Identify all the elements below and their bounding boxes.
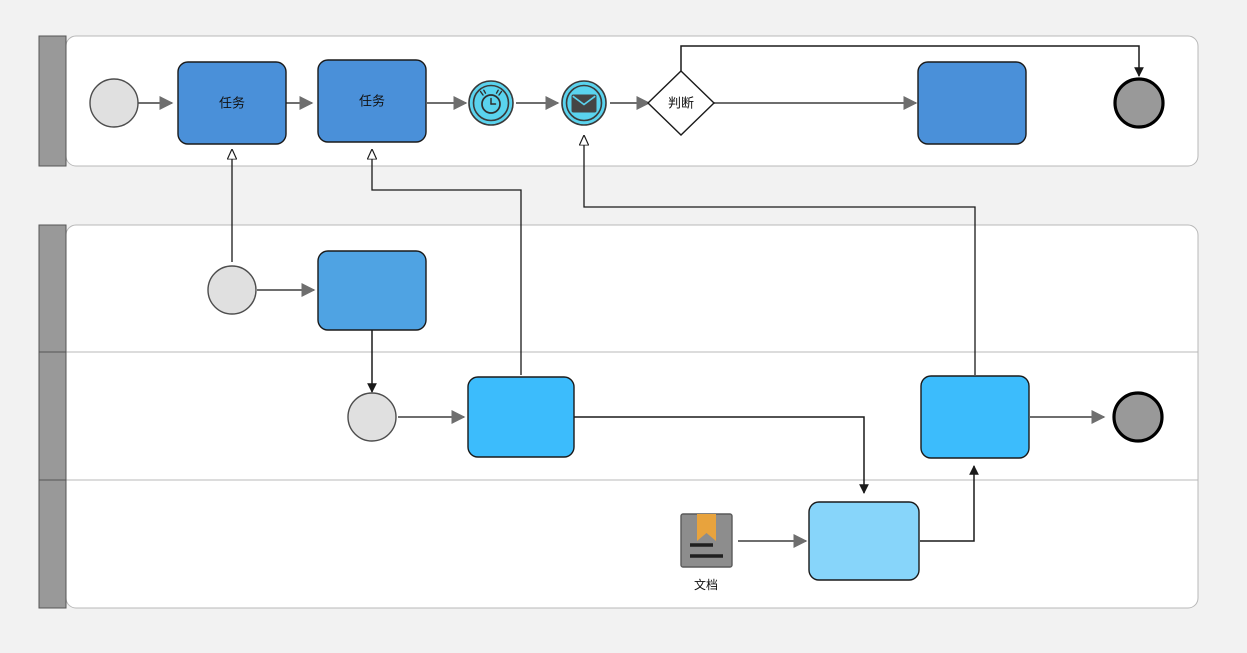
message-flow-m2 <box>372 150 522 375</box>
end-event-2[interactable] <box>1112 391 1164 443</box>
document-1-label: 文档 <box>694 577 718 592</box>
lane-header-3[interactable] <box>38 351 67 481</box>
sequence-flow-e7 <box>680 45 1144 77</box>
sequence-flow-e12 <box>920 465 979 542</box>
task-1[interactable]: 任务 <box>177 61 287 145</box>
lane-header-2[interactable] <box>38 224 67 353</box>
document-1[interactable]: 文档 <box>680 513 733 592</box>
task-7[interactable] <box>808 501 920 581</box>
task-2-label: 任务 <box>359 93 385 108</box>
clock-icon <box>479 89 503 114</box>
sequence-flow-e10 <box>574 416 869 494</box>
message-flow-m3 <box>584 136 976 375</box>
gateway-1-label: 判断 <box>668 95 694 110</box>
gateway-1[interactable]: 判断 <box>646 70 716 136</box>
envelope-icon <box>571 94 597 113</box>
lane-header-1[interactable] <box>38 35 67 167</box>
task-5[interactable] <box>467 376 575 458</box>
task-6[interactable] <box>920 375 1030 459</box>
start-event-1[interactable] <box>89 78 139 128</box>
task-4[interactable] <box>317 250 427 331</box>
end-event-1[interactable] <box>1113 77 1165 129</box>
task-2[interactable]: 任务 <box>317 59 427 143</box>
task-3[interactable] <box>917 61 1027 145</box>
task-1-label: 任务 <box>219 95 245 110</box>
document-icon <box>680 513 733 568</box>
timer-event[interactable] <box>468 80 514 126</box>
start-event-3[interactable] <box>347 392 397 442</box>
message-event[interactable] <box>561 80 607 126</box>
lane-header-4[interactable] <box>38 479 67 609</box>
start-event-2[interactable] <box>207 265 257 315</box>
